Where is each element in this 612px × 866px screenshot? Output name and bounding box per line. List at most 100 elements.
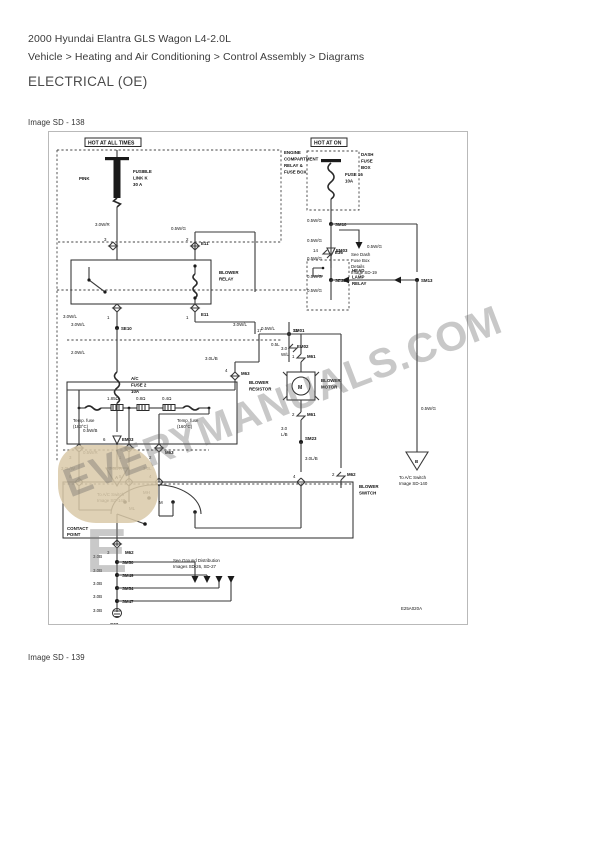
breadcrumb: Vehicle > Heating and Air Conditioning >… — [28, 51, 365, 63]
svg-text:FUSE: FUSE — [361, 159, 373, 164]
svg-text:M63: M63 — [165, 450, 174, 455]
svg-text:0.5W/G: 0.5W/G — [421, 406, 436, 411]
blower-motor: 3.0 W/L 1 M61 M BLOWER MOTOR 2 M61 3.0 L… — [281, 334, 341, 442]
svg-text:3.0L/B: 3.0L/B — [205, 356, 218, 361]
fuse-16: FUSE 16 10A — [321, 159, 363, 210]
resistor-2-value: 0.8Ω — [136, 396, 146, 401]
svg-text:0.5W/L: 0.5W/L — [261, 326, 275, 331]
connector-ref-ac-switch-left: A To A/C Switch Image SD-140 — [97, 467, 129, 503]
svg-text:FUSIBLE: FUSIBLE — [133, 169, 152, 174]
svg-text:3: 3 — [107, 550, 110, 555]
blower-switch-label: BLOWER — [359, 484, 379, 489]
wiring-diagram: .wire { stroke:#3a3a3a; stroke-width:1.1… — [48, 131, 468, 625]
connector-e11-top: 3 — [104, 237, 119, 260]
svg-text:10A: 10A — [131, 389, 140, 394]
svg-text:0.5W/B: 0.5W/B — [83, 428, 97, 433]
svg-text:2: 2 — [292, 412, 295, 417]
svg-text:COMPARTMENT: COMPARTMENT — [284, 157, 319, 162]
svg-text:0.5W/G: 0.5W/G — [307, 288, 322, 293]
head-lamp-relay: HEAD LAMP RELAY E36 — [306, 249, 367, 311]
temp-fuse-1-label: Temp. fuse — [73, 418, 95, 423]
svg-text:3.0L/W: 3.0L/W — [61, 466, 76, 471]
svg-text:HOT AT ALL TIMES: HOT AT ALL TIMES — [88, 140, 135, 146]
svg-text:3.0B: 3.0B — [93, 594, 102, 599]
connector-e11-bottom: 1 — [107, 303, 123, 328]
svg-text:Fuse Box: Fuse Box — [351, 258, 370, 263]
svg-text:W/L: W/L — [281, 352, 289, 357]
svg-text:PINK: PINK — [79, 176, 90, 181]
svg-text:3.0B: 3.0B — [93, 568, 102, 573]
page-header: 2000 Hyundai Elantra GLS Wagon L4-2.0L V… — [28, 32, 588, 89]
image-caption-bottom: Image SD - 139 — [28, 653, 85, 662]
blower-switch: 6 5 4 4 2 M62 BLOWER SWITCH MH M ML — [62, 471, 379, 539]
svg-text:0.5W/G: 0.5W/G — [307, 218, 322, 223]
svg-text:FUSE BOX: FUSE BOX — [284, 170, 307, 175]
svg-text:LAMP: LAMP — [352, 275, 365, 280]
blower-resistor-label: BLOWER — [249, 380, 269, 385]
vehicle-title: 2000 Hyundai Elantra GLS Wagon L4-2.0L — [28, 33, 232, 45]
svg-text:2.0W/L: 2.0W/L — [71, 350, 85, 355]
svg-text:3.0W/L: 3.0W/L — [63, 314, 77, 319]
svg-text:FUSE 2: FUSE 2 — [131, 383, 147, 388]
engine-box-label: ENGINE — [284, 150, 301, 155]
engine-compartment-box — [57, 149, 282, 243]
svg-text:4: 4 — [293, 474, 296, 479]
svg-text:Details: Details — [351, 264, 365, 269]
svg-text:EM03: EM03 — [336, 248, 348, 253]
svg-text:30 A: 30 A — [133, 182, 143, 187]
svg-text:4: 4 — [225, 368, 228, 373]
svg-text:(183°C): (183°C) — [73, 424, 89, 429]
head-lamp-relay-label: HEAD — [352, 268, 364, 273]
svg-text:2: 2 — [149, 455, 152, 460]
svg-text:LINK K: LINK K — [133, 176, 148, 181]
ground-g02: G02 — [110, 608, 122, 625]
image-caption-top: Image SD - 138 — [28, 118, 85, 127]
svg-text:3.0L/R: 3.0L/R — [109, 466, 122, 471]
svg-text:(160°C): (160°C) — [177, 424, 193, 429]
svg-text:4: 4 — [149, 474, 152, 479]
svg-text:1: 1 — [107, 315, 110, 320]
svg-text:RELAY &: RELAY & — [284, 163, 304, 168]
svg-text:6: 6 — [103, 437, 106, 442]
svg-text:G02: G02 — [110, 622, 119, 625]
svg-text:RELAY: RELAY — [219, 277, 234, 282]
svg-text:SE10: SE10 — [121, 326, 132, 331]
svg-text:17: 17 — [257, 328, 262, 333]
ac-fuse-label: A/C — [131, 376, 139, 381]
svg-text:M62: M62 — [347, 472, 356, 477]
svg-text:ML: ML — [129, 506, 136, 511]
svg-text:RELAY: RELAY — [352, 281, 367, 286]
ac-fuse-2: A/C FUSE 2 10A — [113, 362, 147, 432]
svg-text:SM01: SM01 — [293, 328, 305, 333]
svg-text:M: M — [298, 385, 302, 391]
connector-m63-top: 4 M63 3.0L/B — [205, 356, 259, 381]
contact-point-label: CONTACT — [67, 526, 88, 531]
svg-text:3.0W/L: 3.0W/L — [71, 322, 85, 327]
svg-text:14: 14 — [313, 248, 318, 253]
svg-text:M61: M61 — [307, 412, 316, 417]
power-source-hot-at-on: HOT AT ON — [310, 137, 348, 147]
svg-text:RESISTOR: RESISTOR — [249, 387, 272, 392]
svg-text:0.5L: 0.5L — [271, 342, 280, 347]
svg-text:10A: 10A — [345, 179, 354, 184]
svg-text:EM02: EM02 — [297, 344, 309, 349]
svg-text:HOT AT ON: HOT AT ON — [314, 140, 342, 146]
svg-text:EM03: EM03 — [122, 437, 134, 442]
svg-text:Image SD-140: Image SD-140 — [399, 481, 428, 486]
dash-fuse-box — [306, 150, 360, 211]
svg-text:M: M — [159, 500, 163, 505]
fusible-link-k: PINK FUSIBLE LINK K 30 A — [79, 150, 152, 242]
svg-text:Image SD-140: Image SD-140 — [97, 498, 126, 503]
ground-splices: SM50 3.0B SM49 3.0B SM54 3.0B SM47 3.0B … — [93, 554, 235, 613]
resistor-1-value: 1.85Ω — [107, 396, 120, 401]
svg-text:SM13: SM13 — [421, 278, 433, 283]
svg-text:0.5W/G: 0.5W/G — [171, 226, 186, 231]
svg-text:MOTOR: MOTOR — [321, 385, 338, 390]
dash-box-label: DASH — [361, 152, 373, 157]
svg-text:MH: MH — [143, 490, 150, 495]
svg-text:BOX: BOX — [361, 165, 371, 170]
connector-m62: M62 — [125, 550, 134, 555]
svg-text:2: 2 — [186, 237, 189, 242]
svg-text:3.0B: 3.0B — [93, 554, 102, 559]
svg-text:6: 6 — [69, 474, 72, 479]
